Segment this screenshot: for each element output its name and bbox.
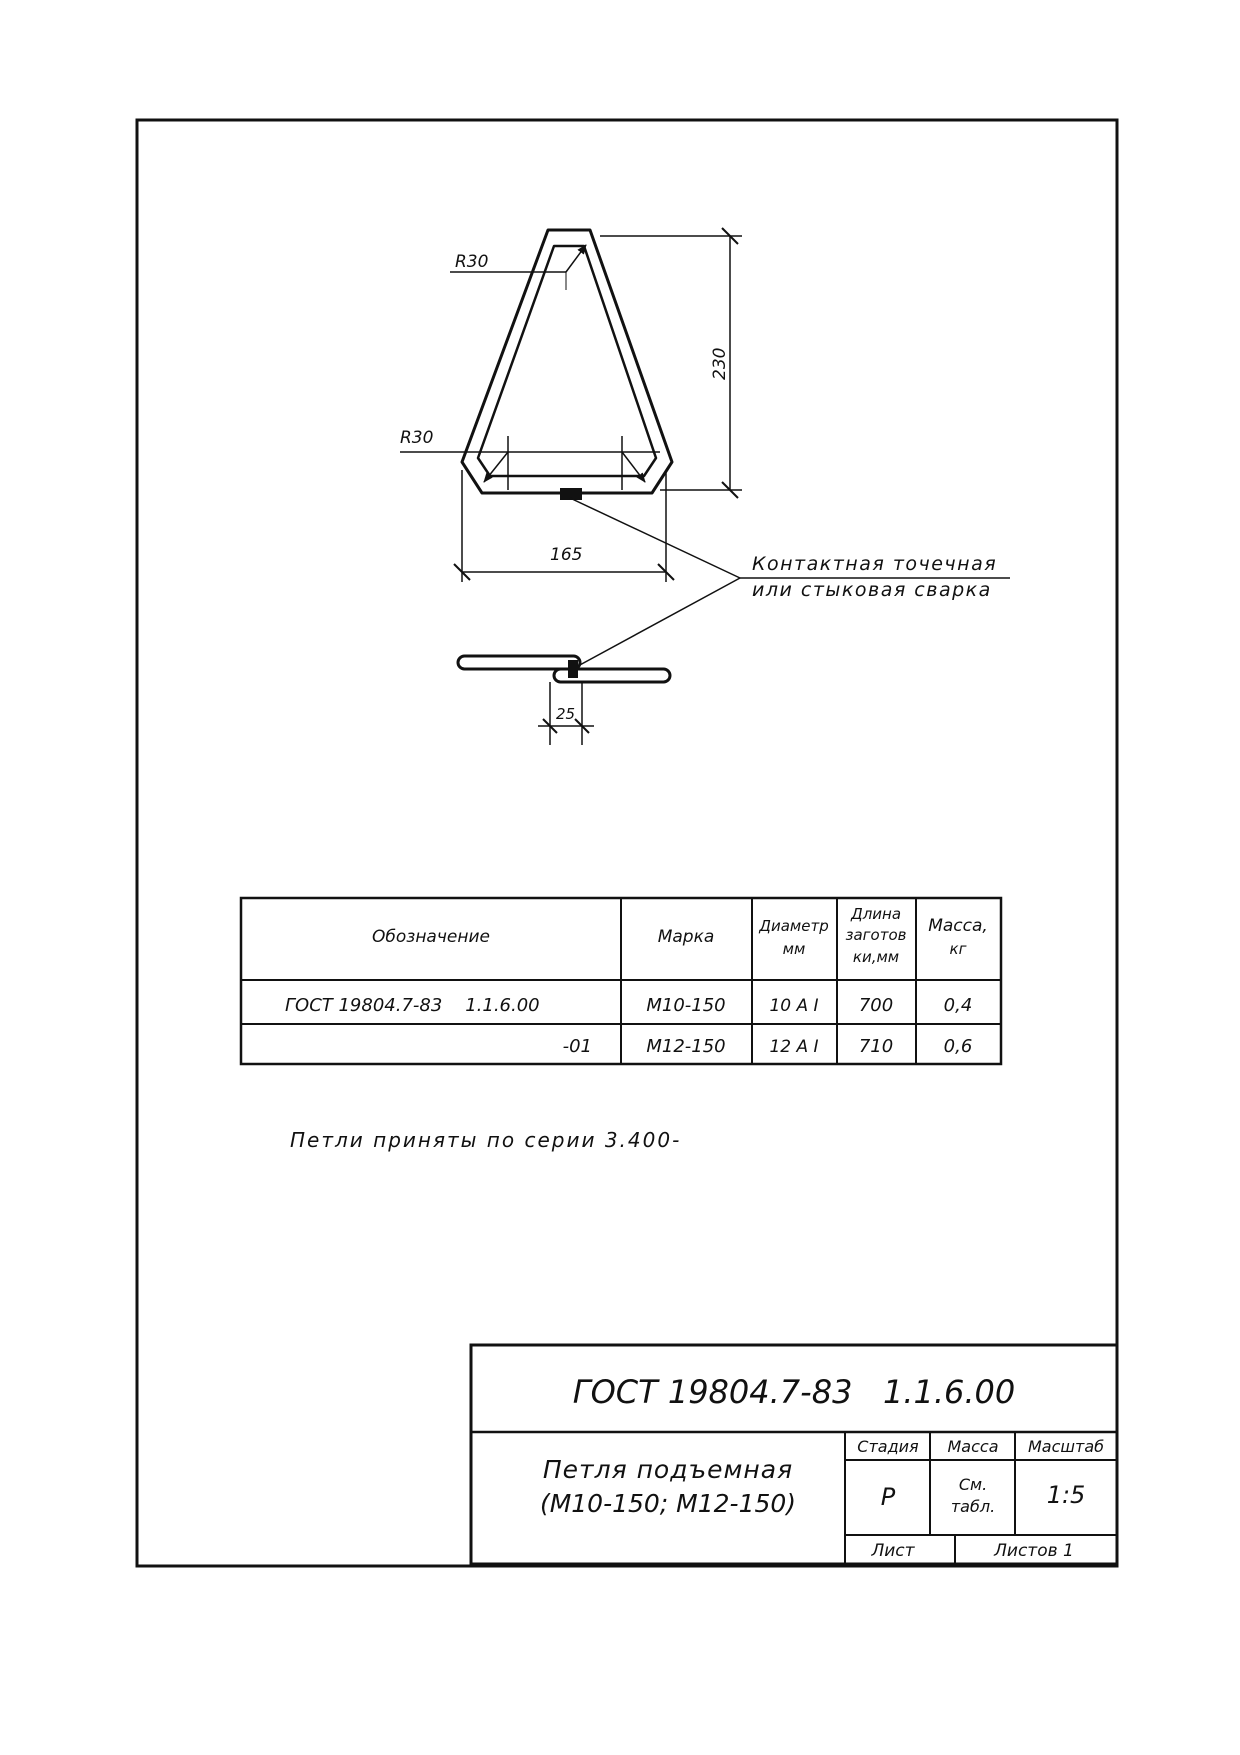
row2-designation: -01 bbox=[563, 1036, 592, 1057]
header-length-2: заготов bbox=[846, 926, 907, 944]
sheet-label: Лист bbox=[870, 1541, 915, 1561]
sheets-label: Листов 1 bbox=[993, 1541, 1074, 1561]
row1-length: 700 bbox=[859, 995, 893, 1016]
width-dimension: 165 bbox=[453, 470, 675, 582]
header-length-3: ки,мм bbox=[853, 948, 899, 966]
weld-note-line2: или стыковая сварка bbox=[752, 579, 992, 601]
drawing-name-line1: Петля подъемная bbox=[543, 1455, 793, 1484]
header-diameter-1: Диаметр bbox=[758, 917, 828, 935]
series-note: Петли приняты по серии 3.400- bbox=[290, 1128, 681, 1152]
height-dimension: 230 bbox=[600, 227, 742, 499]
header-length-1: Длина bbox=[850, 905, 901, 923]
loop-side-view bbox=[456, 654, 672, 684]
row1-designation: ГОСТ 19804.7-83 1.1.6.00 bbox=[285, 995, 540, 1016]
scale-value: 1:5 bbox=[1047, 1481, 1086, 1509]
mass-value-line1: См. bbox=[959, 1475, 987, 1494]
header-mass-2: кг bbox=[950, 940, 967, 958]
scale-label: Масштаб bbox=[1028, 1437, 1104, 1456]
row1-grade: М10-150 bbox=[646, 995, 725, 1016]
mass-value-line2: табл. bbox=[951, 1497, 995, 1516]
row2-length: 710 bbox=[859, 1036, 893, 1057]
header-grade: Марка bbox=[658, 927, 715, 947]
title-block: ГОСТ 19804.7-83 1.1.6.00 Петля подъемная… bbox=[469, 1343, 1119, 1566]
row2-grade: М12-150 bbox=[646, 1036, 725, 1057]
header-designation: Обозначение bbox=[372, 927, 490, 947]
radius-bottom-dimension: R30 bbox=[400, 428, 660, 490]
doc-code: ГОСТ 19804.7-83 1.1.6.00 bbox=[573, 1373, 1016, 1411]
side-dimension-label: 25 bbox=[556, 705, 575, 723]
side-dimension: 25 bbox=[538, 682, 594, 745]
weld-note-line1: Контактная точечная bbox=[752, 553, 997, 575]
radius-top-dimension: R30 bbox=[450, 244, 587, 290]
weld-callout: Контактная точечная или стыковая сварка bbox=[569, 497, 1010, 667]
header-mass-1: Масса, bbox=[928, 916, 988, 936]
row2-mass: 0,6 bbox=[944, 1036, 973, 1057]
stage-value: Р bbox=[881, 1483, 896, 1511]
radius-top-label: R30 bbox=[455, 252, 488, 272]
row2-diameter: 12 А I bbox=[769, 1037, 818, 1057]
row1-diameter: 10 А I bbox=[769, 996, 818, 1016]
width-label: 165 bbox=[550, 545, 582, 565]
sheet-frame bbox=[135, 118, 1119, 1568]
stage-label: Стадия bbox=[857, 1437, 919, 1456]
radius-bottom-label: R30 bbox=[400, 428, 433, 448]
height-label: 230 bbox=[710, 348, 730, 380]
drawing-name-line2: (М10-150; М12-150) bbox=[540, 1489, 796, 1518]
header-diameter-2: мм bbox=[783, 940, 806, 958]
mass-label: Масса bbox=[947, 1437, 998, 1456]
spec-table: Обозначение Марка Диаметр мм Длина загот… bbox=[239, 896, 1003, 1066]
row1-mass: 0,4 bbox=[944, 995, 973, 1016]
